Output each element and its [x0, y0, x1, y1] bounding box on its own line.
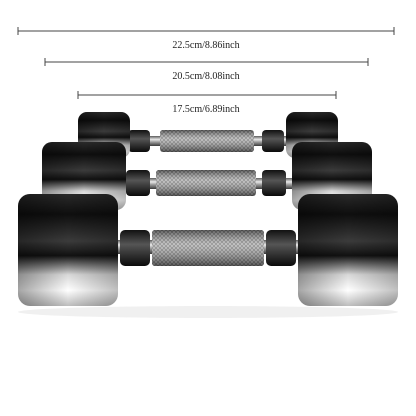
dimension-label-2: 20.5cm/8.08inch — [172, 71, 239, 82]
dumbbell-large — [18, 194, 398, 306]
dumbbell-medium — [42, 142, 372, 210]
dimension-line-2 — [44, 58, 369, 66]
dimension-line-1 — [17, 27, 395, 35]
dimension-line-3 — [77, 91, 337, 99]
dimension-label-1: 22.5cm/8.86inch — [172, 40, 239, 51]
dimension-label-3: 17.5cm/6.89inch — [172, 104, 239, 115]
floor-shadow — [18, 306, 398, 318]
